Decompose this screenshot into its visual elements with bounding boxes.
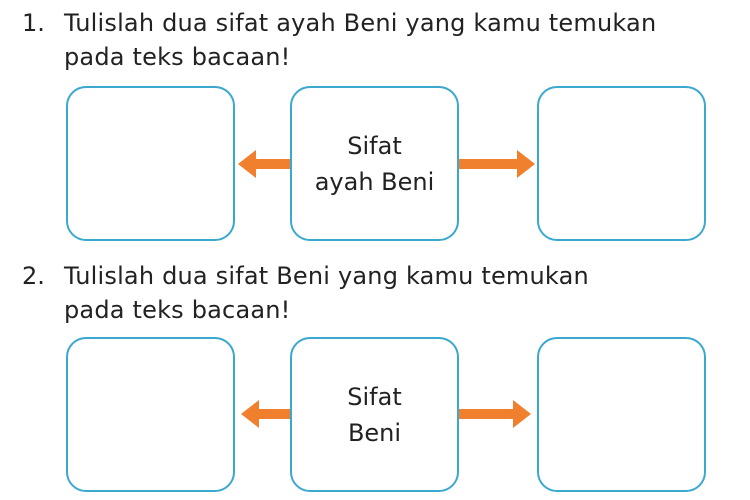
- question-text: Tulislah dua sifat ayah Beni yang kamu t…: [64, 6, 744, 74]
- question-line-2: pada teks bacaan!: [64, 43, 291, 71]
- center-label-line-1: Sifat: [347, 382, 402, 411]
- center-label-line-1: Sifat: [347, 131, 402, 160]
- question-number: 2.: [22, 262, 45, 290]
- answer-box-right[interactable]: [537, 337, 706, 492]
- answer-box-left[interactable]: [66, 86, 235, 241]
- center-label-line-2: Beni: [347, 418, 402, 447]
- center-label-line-2: ayah Beni: [314, 167, 435, 196]
- question-line-1: Tulislah dua sifat Beni yang kamu temuka…: [64, 262, 589, 290]
- arrow-left-icon: [238, 149, 290, 179]
- answer-box-right[interactable]: [537, 86, 706, 241]
- question-line-1: Tulislah dua sifat ayah Beni yang kamu t…: [64, 9, 657, 37]
- center-label: Sifat Beni: [292, 379, 457, 451]
- arrow-right-icon: [459, 149, 535, 179]
- question-text: Tulislah dua sifat Beni yang kamu temuka…: [64, 259, 744, 327]
- center-box: Sifat Beni: [290, 337, 459, 492]
- arrow-right-icon: [459, 399, 531, 429]
- question-line-2: pada teks bacaan!: [64, 296, 291, 324]
- center-box: Sifat ayah Beni: [290, 86, 459, 241]
- arrow-left-icon: [241, 399, 290, 429]
- center-label: Sifat ayah Beni: [292, 128, 457, 200]
- answer-box-left[interactable]: [66, 337, 235, 492]
- question-number: 1.: [22, 9, 45, 37]
